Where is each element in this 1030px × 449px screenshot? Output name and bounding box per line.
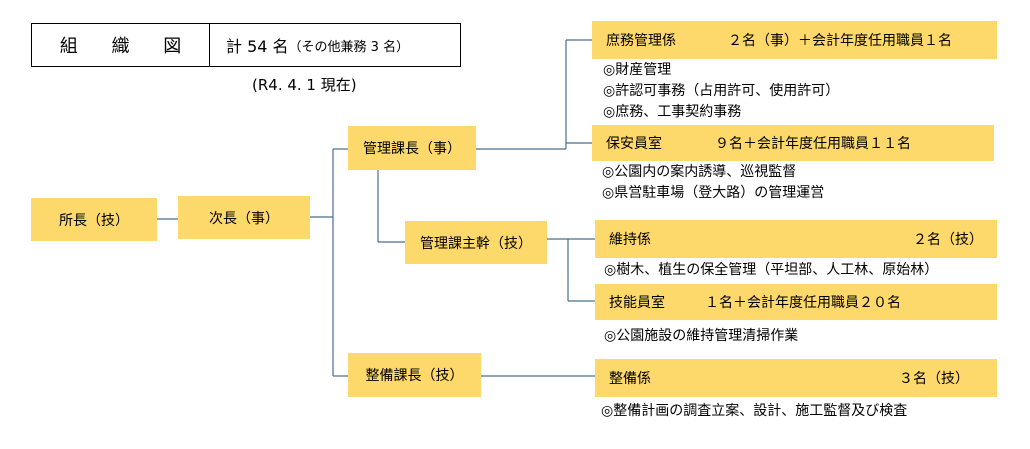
unit-maintenance-name: 維持係 xyxy=(609,232,651,248)
unit-development-name: 整備係 xyxy=(609,371,651,387)
unit-technical: 技能員室 １名＋会計年度任用職員２０名 xyxy=(595,284,997,320)
node-deputy: 次長（事） xyxy=(178,196,310,239)
unit-maintenance: 維持係 ２名（技） xyxy=(595,220,997,258)
unit-development: 整備係 ３名（技） xyxy=(595,359,997,397)
node-admin-chief: 管理課長（事） xyxy=(348,126,476,170)
header-box: 組 織 図 計 54 名 （その他兼務 3 名） xyxy=(31,23,461,67)
unit-maintenance-count: ２名（技） xyxy=(913,232,983,248)
duty-item: ◎公園内の案内誘導、巡視監督 xyxy=(602,164,797,180)
node-director: 所長（技） xyxy=(31,198,157,241)
duties-general-affairs: ◎財産管理 ◎許認可事務（占用許可、使用許可） ◎庶務、工事契約事務 xyxy=(603,60,839,123)
duty-item: ◎公園施設の維持管理清掃作業 xyxy=(604,328,799,344)
as-of-date: (R4. 4. 1 現在) xyxy=(252,76,357,94)
duties-development: ◎整備計画の調査立案、設計、施工監督及び検査 xyxy=(601,401,907,422)
unit-technical-name: 技能員室 xyxy=(609,295,665,311)
duties-maintenance: ◎樹木、植生の保全管理（平坦部、人工林、原始林） xyxy=(604,260,938,281)
duty-item: ◎樹木、植生の保全管理（平坦部、人工林、原始林） xyxy=(604,262,939,278)
chart-title: 組 織 図 xyxy=(32,24,210,66)
duty-item: ◎財産管理 xyxy=(603,62,672,78)
duty-item: ◎庶務、工事契約事務 xyxy=(603,104,742,120)
node-admin-senior: 管理課主幹（技） xyxy=(405,221,547,264)
staff-total-main: 計 54 名 xyxy=(226,37,289,56)
unit-general-affairs: 庶務管理係 ２名（事）＋会計年度任用職員１名 xyxy=(592,21,997,59)
duty-item: ◎県営駐車場（登大路）の管理運営 xyxy=(602,185,825,201)
staff-total-note: （その他兼務 3 名） xyxy=(288,39,410,55)
duty-item: ◎整備計画の調査立案、設計、施工監督及び検査 xyxy=(601,403,908,419)
duty-item: ◎許認可事務（占用許可、使用許可） xyxy=(603,83,840,99)
unit-security-name: 保安員室 xyxy=(606,136,662,152)
staff-total: 計 54 名 （その他兼務 3 名） xyxy=(210,24,460,66)
unit-security-count: ９名＋会計年度任用職員１１名 xyxy=(715,136,911,152)
unit-development-count: ３名（技） xyxy=(899,371,969,387)
unit-security: 保安員室 ９名＋会計年度任用職員１１名 xyxy=(592,125,994,161)
node-maint-chief: 整備課長（技） xyxy=(348,353,481,397)
unit-general-affairs-name: 庶務管理係 xyxy=(606,33,676,49)
duties-technical: ◎公園施設の維持管理清掃作業 xyxy=(604,326,798,347)
duties-security: ◎公園内の案内誘導、巡視監督 ◎県営駐車場（登大路）の管理運営 xyxy=(602,162,824,204)
unit-general-affairs-count: ２名（事）＋会計年度任用職員１名 xyxy=(728,33,952,49)
unit-technical-count: １名＋会計年度任用職員２０名 xyxy=(705,295,901,311)
